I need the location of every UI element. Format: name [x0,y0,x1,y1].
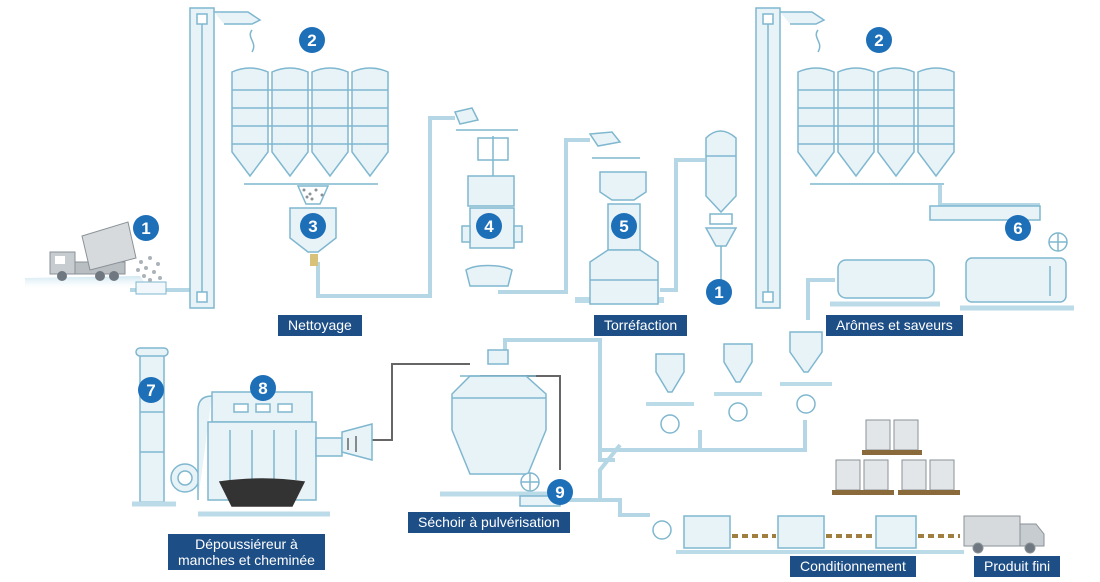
badge-cleaner: 3 [300,213,326,239]
label-cleaning: Nettoyage [278,315,362,336]
badge-elevator-right: 1 [706,279,732,305]
label-packaging: Conditionnement [790,556,916,577]
cyclone-separator [704,130,738,280]
badge-baghouse: 8 [250,375,276,401]
svg-text:9: 9 [555,483,564,502]
label-dust-collector-line2: manches et cheminée [178,552,315,568]
badge-chimney: 7 [138,377,164,403]
badge-truck: 1 [133,215,159,241]
badge-spray-dryer: 9 [547,479,573,505]
pipes [316,116,1040,517]
pallet-stacks [832,419,960,495]
label-finished-product: Produit fini [974,556,1061,577]
badge-grinder: 4 [476,213,502,239]
bucket-elevator-left [189,7,262,309]
badge-roaster: 5 [611,213,637,239]
bucket-elevator-right [755,7,826,309]
svg-text:8: 8 [258,379,267,398]
baghouse-collector [197,391,373,517]
svg-text:6: 6 [1013,219,1022,238]
silo-bank-right [797,67,955,185]
product-cyclones [646,331,832,434]
svg-text:4: 4 [484,217,494,236]
svg-text:3: 3 [308,217,317,236]
spray-dryer [440,349,561,507]
svg-text:2: 2 [307,31,316,50]
flavour-unit [830,205,1074,311]
dump-truck [25,221,150,290]
svg-text:1: 1 [141,219,150,238]
label-spray-dryer: Séchoir à pulvérisation [408,512,570,533]
receiving-hopper [130,256,190,295]
label-dust-collector-line1: Dépoussiéreur à [195,536,298,552]
grinding-mill [453,107,523,287]
chimney [132,347,200,507]
badge-flavour-unit: 6 [1005,215,1031,241]
svg-text:5: 5 [619,217,628,236]
badge-silos-left: 2 [299,27,325,53]
silo-bank-left [231,67,389,185]
svg-text:7: 7 [146,381,155,400]
label-dust-collector: Dépoussiéreur à manches et cheminée [168,534,325,570]
packaging-line [652,515,964,554]
svg-text:2: 2 [874,31,883,50]
label-flavours: Arômes et saveurs [826,315,963,336]
badge-silos-right: 2 [866,27,892,53]
label-roasting: Torréfaction [594,315,688,336]
svg-text:1: 1 [714,283,723,302]
step-badges: 1 2 3 4 5 1 2 6 [133,27,1031,505]
delivery-truck [963,515,1045,554]
